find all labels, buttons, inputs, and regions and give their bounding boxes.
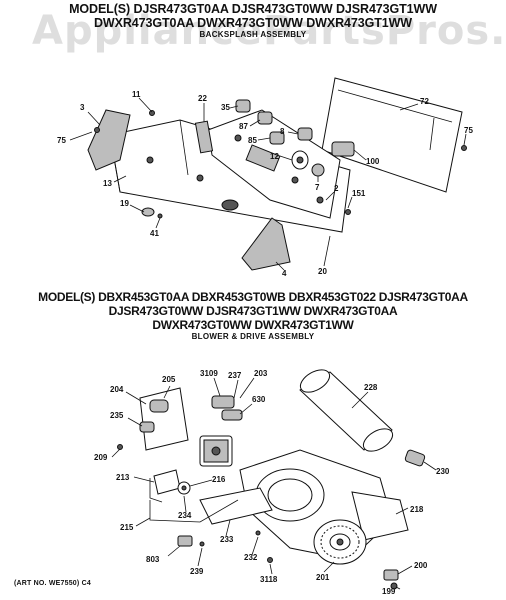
top-section-title: BACKSPLASH ASSEMBLY (199, 30, 307, 39)
top-models-line-2: DWXR473GT0AA DWXR473GT0WW DWXR473GT1WW (94, 16, 412, 30)
art-number: (ART NO. WE7550) C4 (14, 580, 91, 587)
callout-235: 235 (110, 411, 124, 420)
end-cap-right (241, 217, 291, 271)
callout-228: 228 (364, 383, 378, 392)
callout-3118: 3118 (260, 575, 278, 584)
knob-35 (235, 99, 251, 113)
callout-213: 213 (116, 473, 130, 482)
callout-100: 100 (366, 157, 380, 166)
callout-205: 205 (162, 375, 176, 384)
callout-2: 2 (334, 184, 339, 193)
end-cap-left (87, 109, 131, 171)
knob-100 (331, 141, 355, 157)
callout-200: 200 (414, 561, 428, 570)
callout-230: 230 (436, 467, 450, 476)
bottom-models-line-2: DJSR473GT0WW DJSR473GT1WW DWXR473GT0AA (108, 304, 398, 318)
callout-199: 199 (382, 587, 396, 596)
callout-85: 85 (248, 136, 257, 145)
callout-35: 35 (221, 103, 230, 112)
callout-239: 239 (190, 567, 204, 576)
thermistor-part (404, 449, 426, 467)
callout-4: 4 (282, 269, 287, 278)
callout-75-right: 75 (464, 126, 473, 135)
callout-151: 151 (352, 189, 366, 198)
callout-233: 233 (220, 535, 234, 544)
top-models-line-1: MODEL(S) DJSR473GT0AA DJSR473GT0WW DJSR4… (69, 2, 437, 16)
duct-tube-part (299, 369, 394, 452)
callout-630: 630 (252, 395, 266, 404)
bottom-models-line-1: MODEL(S) DBXR453GT0AA DBXR453GT0WB DBXR4… (38, 290, 468, 304)
callout-216: 216 (212, 475, 226, 484)
callout-3109: 3109 (200, 369, 218, 378)
callout-13: 13 (103, 179, 112, 188)
callout-218: 218 (410, 505, 424, 514)
blower-wheel-part (313, 519, 367, 565)
belt-line (149, 499, 239, 523)
callout-20: 20 (318, 267, 327, 276)
callout-12: 12 (270, 152, 279, 161)
callout-201: 201 (316, 573, 330, 582)
callout-3: 3 (80, 103, 85, 112)
motor-mount-plate (199, 487, 273, 525)
backsplash-exploded-view: 3 11 75 13 19 41 22 35 87 85 12 7 8 100 … (57, 77, 473, 278)
callout-203: 203 (254, 369, 268, 378)
callout-72: 72 (420, 97, 429, 106)
callout-41: 41 (150, 229, 159, 238)
callout-75-left: 75 (57, 136, 66, 145)
idler-arm-part (149, 469, 191, 503)
rear-panel-part (321, 77, 463, 193)
knob-12 (291, 150, 309, 170)
callout-11: 11 (132, 90, 141, 99)
callout-19: 19 (120, 199, 129, 208)
bracket-22 (194, 120, 214, 154)
callout-8: 8 (280, 127, 285, 136)
callout-87: 87 (239, 122, 248, 131)
callout-232: 232 (244, 553, 258, 562)
bottom-section-title: BLOWER & DRIVE ASSEMBLY (191, 332, 315, 341)
watermark: AppliancePartsPros.com (32, 8, 506, 54)
callout-209: 209 (94, 453, 108, 462)
callout-803: 803 (146, 555, 160, 564)
callout-215: 215 (120, 523, 134, 532)
knob-87 (257, 111, 273, 125)
bottom-models-line-3: DWXR473GT0WW DWXR473GT1WW (152, 318, 354, 332)
callout-237: 237 (228, 371, 242, 380)
callout-204: 204 (110, 385, 124, 394)
callout-22: 22 (198, 94, 207, 103)
callout-7: 7 (315, 183, 320, 192)
timer-motor-part (199, 435, 233, 467)
callout-234: 234 (178, 511, 192, 520)
